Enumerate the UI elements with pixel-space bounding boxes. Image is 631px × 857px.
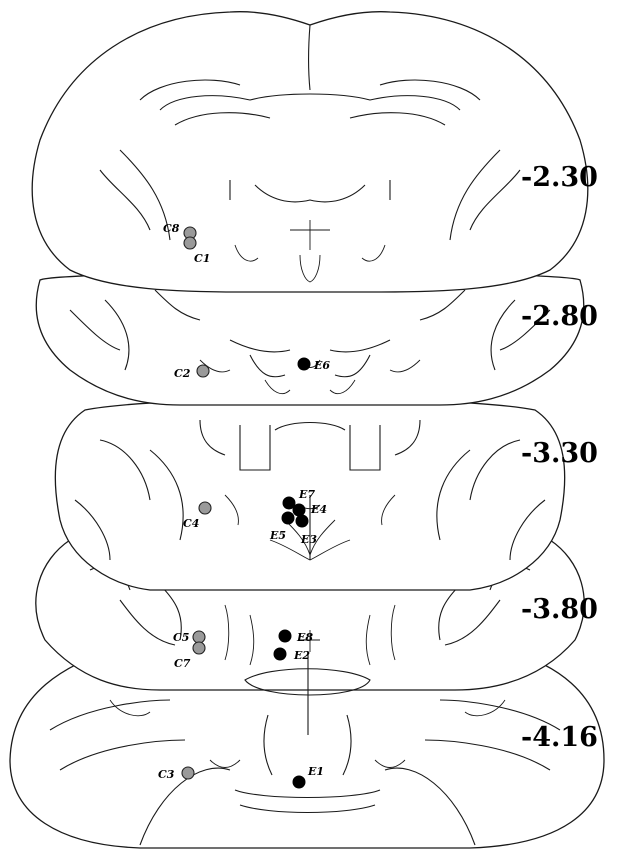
site-label-e6: E6 [313,359,330,372]
site-label-c7: C7 [174,657,191,670]
site-label-c5: C5 [173,631,189,644]
site-marker-e3 [296,515,308,527]
site-marker-c4 [199,502,211,514]
site-label-c8: C8 [163,222,180,235]
level-label-4-16: -4.16 [521,722,598,753]
site-label-e5: E5 [269,529,286,542]
site-label-c2: C2 [174,367,191,380]
site-marker-e5 [282,512,294,524]
site-label-c1: C1 [194,252,210,265]
site-marker-c3 [182,767,194,779]
site-label-c4: C4 [183,517,199,530]
brain-section-2-30 [32,12,588,292]
site-marker-c1 [184,237,196,249]
site-label-e8: E8 [296,631,313,644]
level-label-2-30: -2.30 [521,162,598,193]
site-label-e1: E1 [307,765,324,778]
site-label-e3: E3 [300,533,317,546]
site-marker-e4 [293,504,305,516]
site-marker-c5 [193,631,205,643]
site-marker-e1 [293,776,305,788]
level-label-2-80: -2.80 [521,301,598,332]
site-marker-c2 [197,365,209,377]
site-label-e4: E4 [310,503,327,516]
site-marker-e2 [274,648,286,660]
level-label-3-30: -3.30 [521,438,598,469]
site-label-e2: E2 [293,649,310,662]
site-marker-c7 [193,642,205,654]
site-label-c3: C3 [158,768,175,781]
site-marker-e6 [298,358,310,370]
site-marker-e8 [279,630,291,642]
site-label-e7: E7 [298,488,315,501]
level-label-3-80: -3.80 [521,594,598,625]
